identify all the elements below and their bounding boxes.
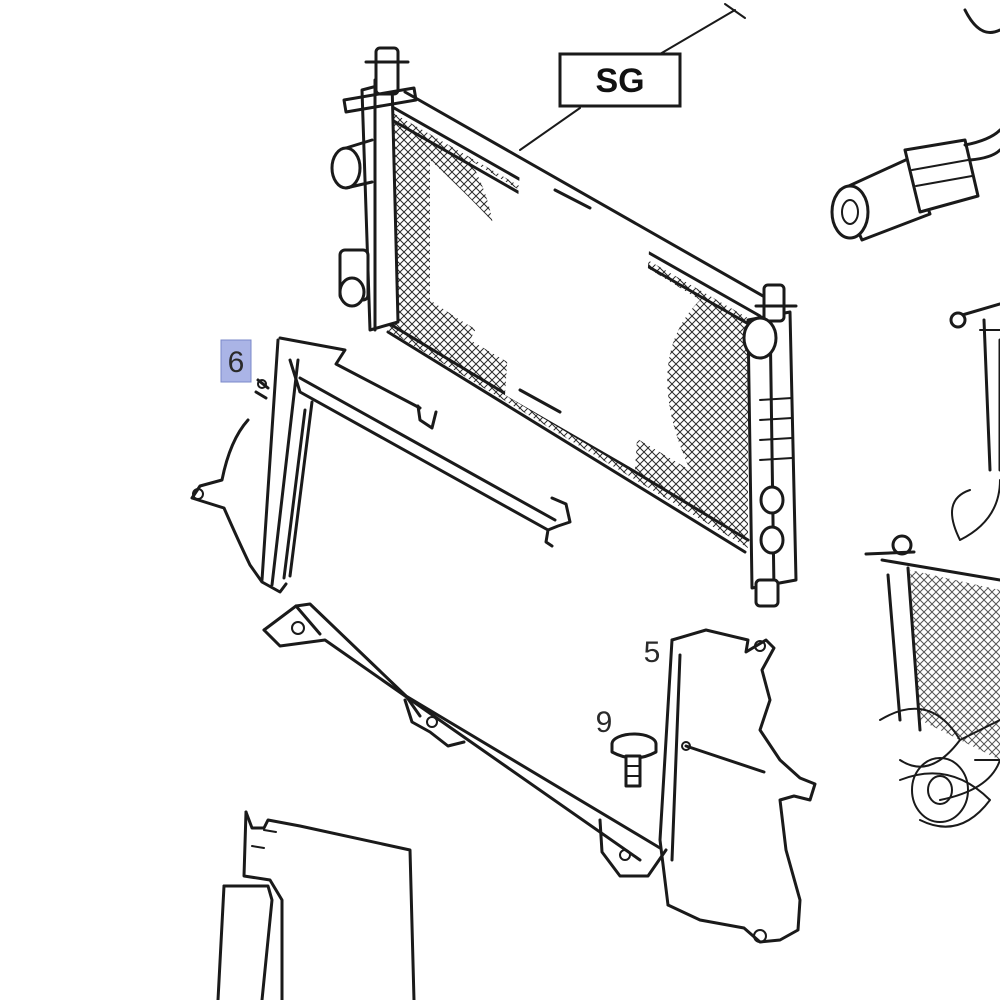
engine-fan-partial	[864, 479, 1000, 828]
lower-crossmember	[262, 602, 668, 878]
part-label-5[interactable]: 5	[644, 636, 661, 669]
part-label-9[interactable]: 9	[596, 706, 613, 739]
part-label-6-highlight	[220, 339, 252, 383]
upper-air-deflector-bracket	[190, 336, 572, 594]
callout-box: SG	[519, 3, 746, 151]
side-bracket-partial	[949, 302, 1000, 472]
callout-box-label: SG	[595, 62, 644, 100]
radiator	[330, 46, 798, 608]
right-air-deflector	[658, 628, 817, 944]
part-labels: 6 5 9	[220, 339, 661, 739]
electrical-connector	[830, 8, 1000, 242]
lower-left-panel-partial	[216, 810, 416, 1000]
push-pin-fastener	[610, 732, 658, 788]
part-label-6[interactable]: 6	[228, 346, 245, 379]
